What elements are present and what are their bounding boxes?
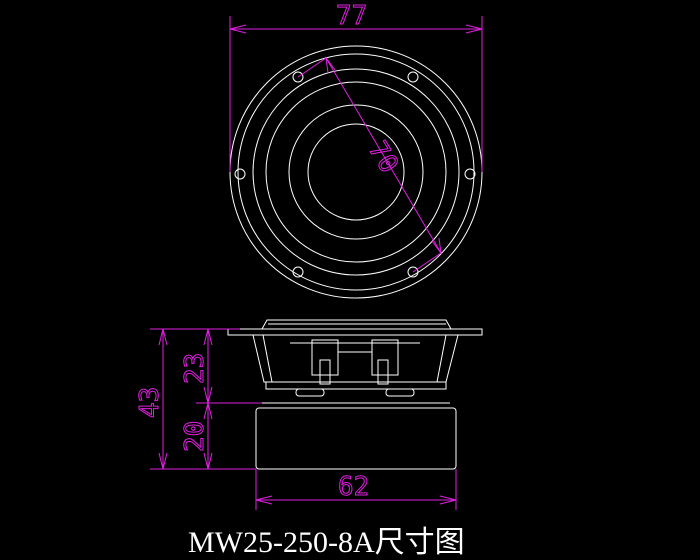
mounting-hole [292,71,304,83]
magnet-body [255,407,457,470]
terminal-tab-left [311,339,339,376]
mounting-hole [464,168,476,180]
side-view [227,319,483,470]
total-height-label: 43 [135,387,165,418]
frame-inner-circle [237,53,475,291]
front-view [229,45,483,299]
hole-pitch-label: 70 [362,136,404,178]
magnet-width-label: 62 [338,472,369,502]
basket-frame [252,334,459,383]
outer-diameter-dimension: 77 [229,1,483,172]
mounting-hole [407,266,419,278]
mounting-hole [292,266,304,278]
dust-cap-circle [307,123,405,221]
terminal-lug-right [377,359,389,385]
upper-height-label: 23 [180,353,210,384]
mounting-hole [234,168,246,180]
lower-height-label: 20 [180,421,210,452]
vent-slot [385,388,415,397]
terminal-lug-left [319,359,331,385]
magnet-width-dimension: 62 [255,469,457,510]
terminal-tab-right [371,339,399,376]
surround-inner-circle [265,81,447,263]
top-plate [265,381,447,390]
vent-slot [295,388,325,397]
surround-outer-circle [252,68,460,276]
frame-outer-circle [229,45,483,299]
cone-circle [288,104,424,240]
mounting-flange [227,328,483,336]
upper-height-dimension: 23 [180,328,262,404]
drawing-caption: MW25-250-8A尺寸图 [188,526,465,559]
outer-diameter-label: 77 [336,1,367,31]
gasket-ring [261,319,452,330]
total-height-dimension: 43 [135,328,256,470]
lower-height-dimension: 20 [180,402,213,470]
mounting-hole [407,71,419,83]
